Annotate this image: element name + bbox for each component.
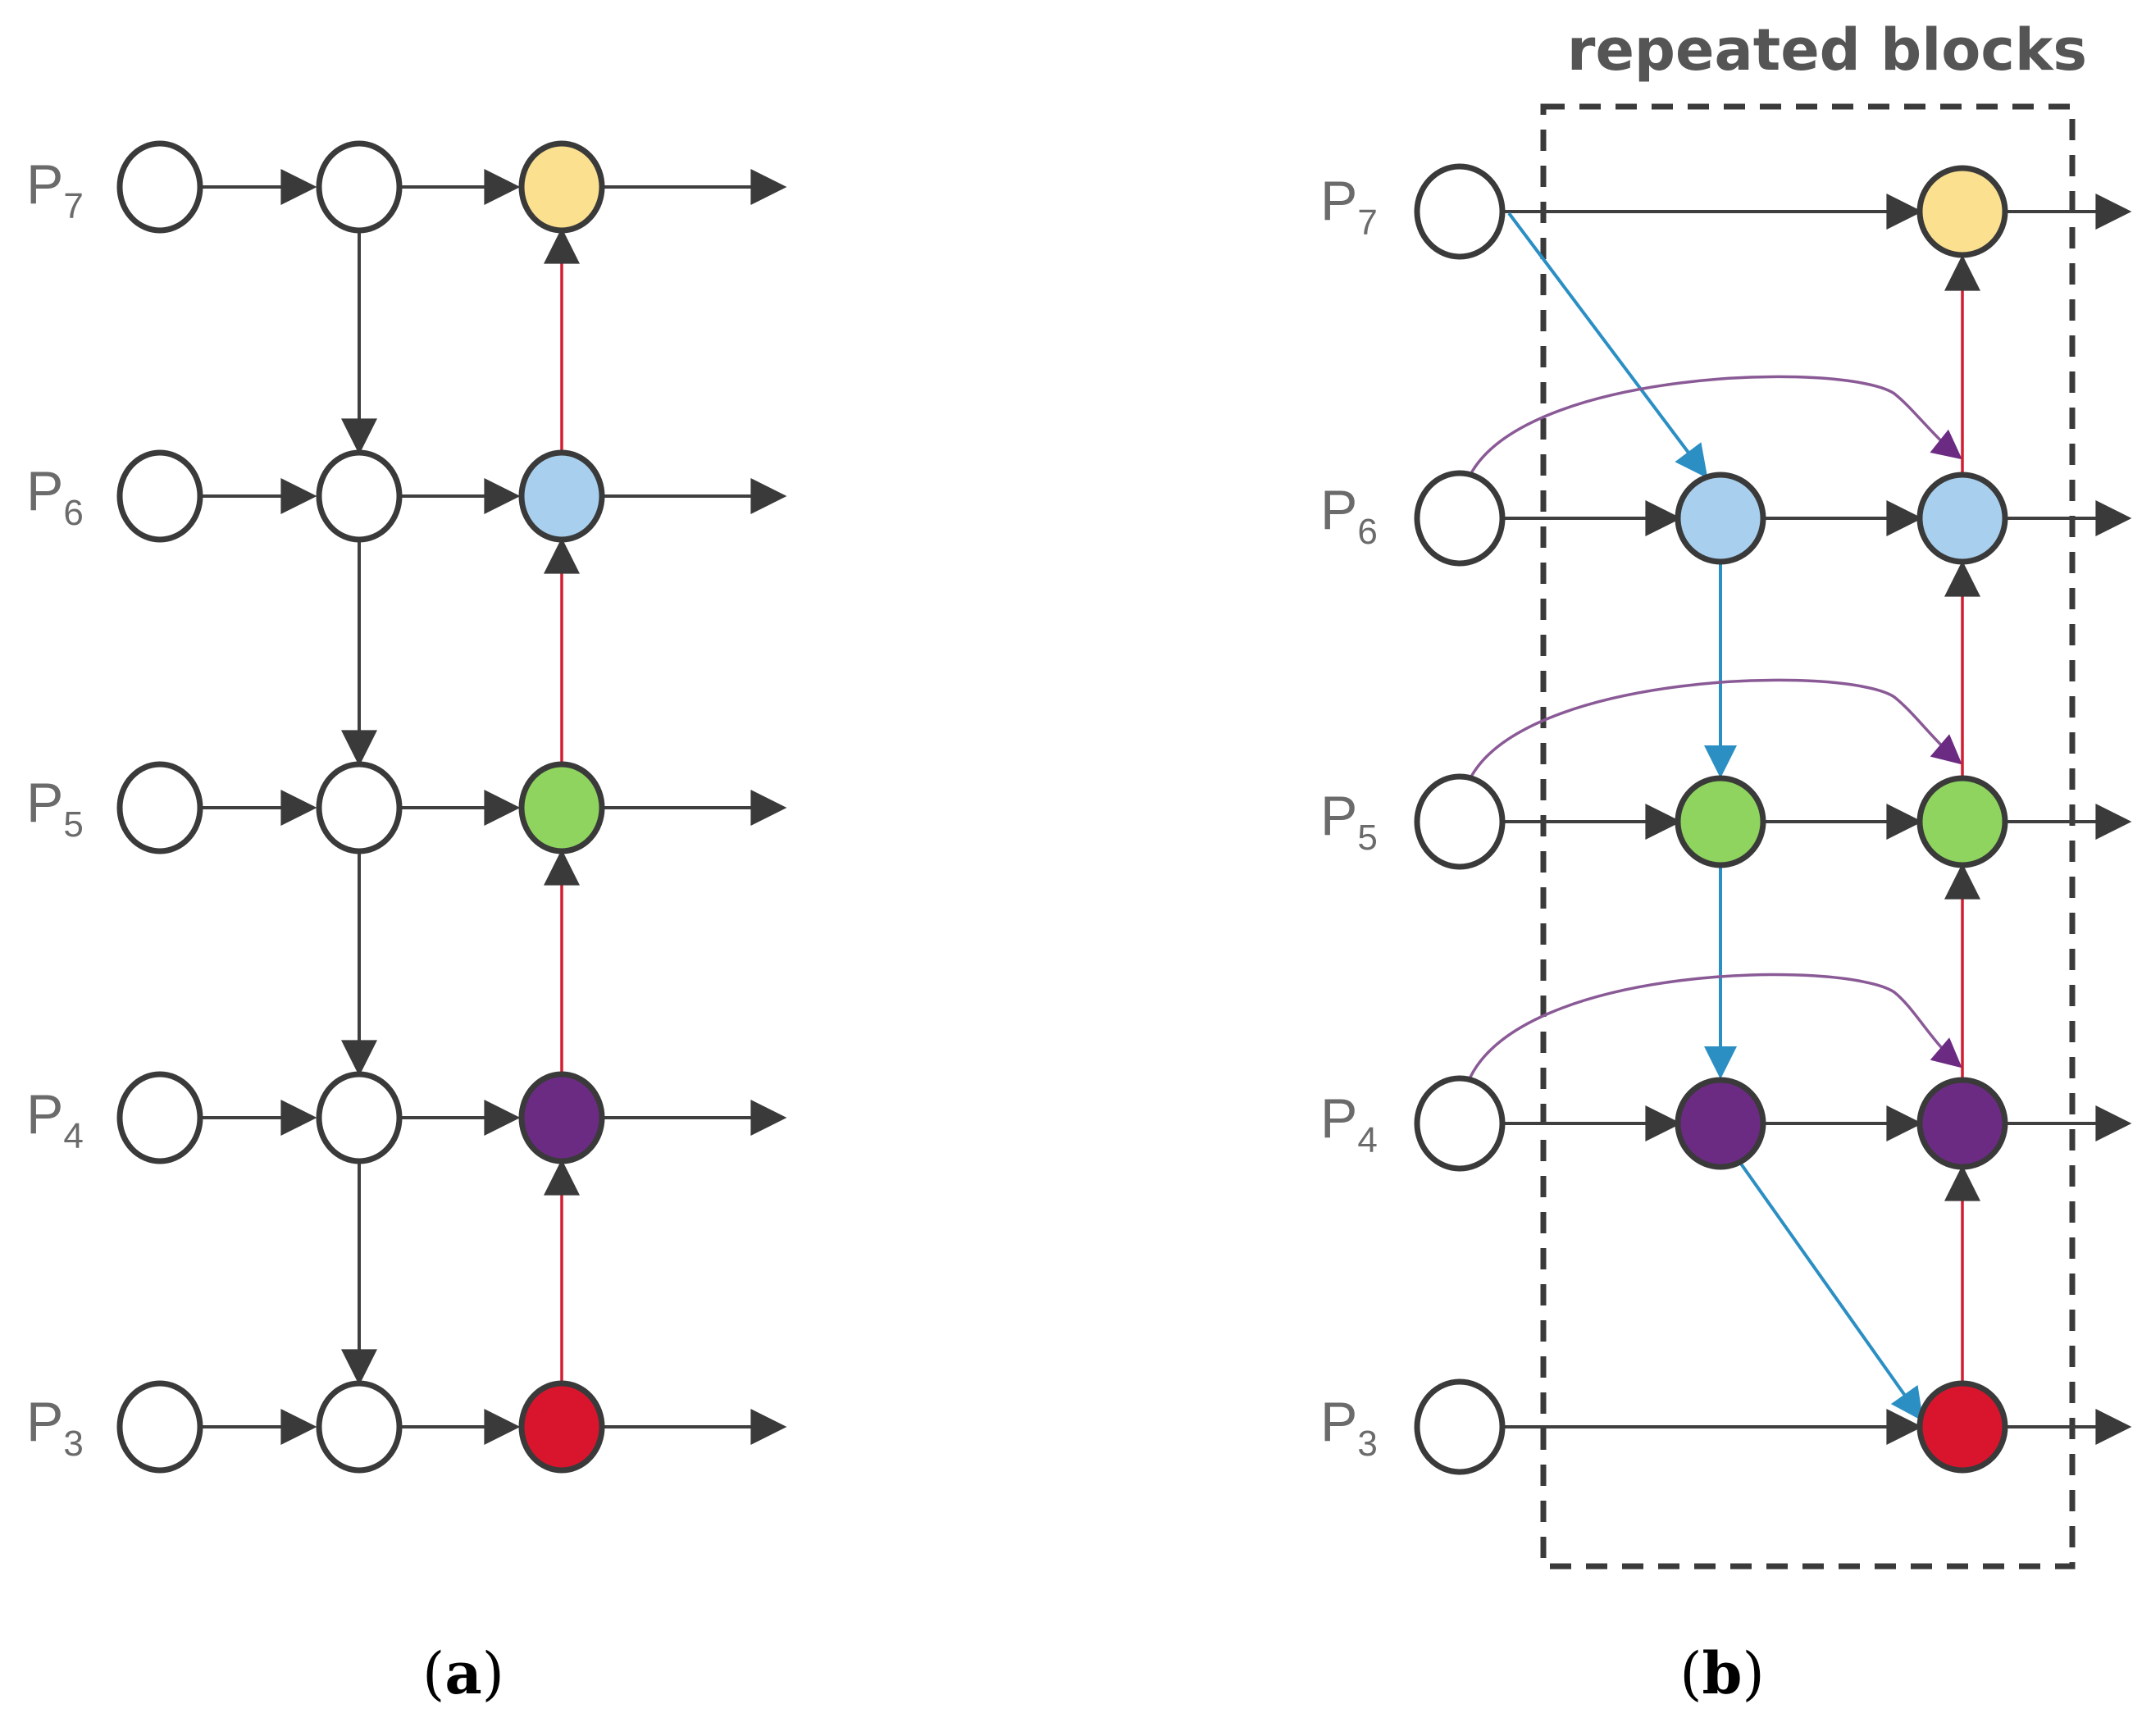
node-p5-td — [1675, 775, 1766, 868]
node — [316, 761, 403, 854]
node — [1414, 773, 1506, 870]
panel-a-level-labels: P7 P6 P5 P4 P3 — [26, 153, 84, 1464]
level-label-p3: P3 — [26, 1391, 84, 1464]
node-p3-output — [518, 1380, 605, 1474]
node-p4-td — [1675, 1077, 1766, 1170]
panel-a: P7 P6 P5 P4 P3 — [26, 140, 787, 1707]
node — [1414, 163, 1506, 260]
edge — [1466, 375, 1962, 481]
level-label-p6: P6 — [1320, 479, 1378, 552]
edge — [1466, 973, 1962, 1083]
panel-b-caption: (b) — [1679, 1639, 1765, 1707]
level-label-p4: P4 — [1320, 1087, 1378, 1160]
panel-b: repeated blocks P7 P6 P5 P4 P3 — [1320, 16, 2132, 1707]
level-label-p3: P3 — [1320, 1391, 1378, 1464]
node — [316, 1380, 403, 1474]
node — [116, 449, 203, 543]
node-p7-output — [1916, 165, 2008, 258]
panel-a-horizontal-edges — [199, 169, 787, 1445]
node — [1414, 1378, 1506, 1475]
node — [116, 1380, 203, 1474]
level-label-p4: P4 — [26, 1083, 84, 1156]
node — [316, 1071, 403, 1164]
node-p5-output — [1916, 775, 2008, 868]
level-label-p5: P5 — [1320, 785, 1378, 858]
node-p6-output — [518, 449, 605, 543]
node-p3-output — [1916, 1380, 2008, 1474]
node-p7-output — [518, 140, 605, 234]
repeated-blocks-box — [1540, 103, 2076, 1570]
panel-b-topdown-edges — [1507, 212, 1924, 1422]
panel-b-nodes — [1414, 163, 2008, 1475]
panel-b-level-labels: P7 P6 P5 P4 P3 — [1320, 170, 1378, 1464]
node — [316, 140, 403, 234]
node-p6-output — [1916, 472, 2008, 565]
node — [116, 140, 203, 234]
level-label-p7: P7 — [26, 153, 84, 226]
node — [316, 449, 403, 543]
level-label-p6: P6 — [26, 460, 84, 533]
panel-a-nodes — [116, 140, 605, 1474]
node — [1414, 1075, 1506, 1172]
level-label-p5: P5 — [26, 772, 84, 845]
node — [116, 1071, 203, 1164]
edge — [1507, 212, 1708, 479]
level-label-p7: P7 — [1320, 170, 1378, 243]
node-p4-output — [518, 1071, 605, 1164]
panel-b-horizontal-edges — [1502, 194, 2132, 1445]
node — [116, 761, 203, 854]
panel-a-caption: (a) — [422, 1639, 504, 1707]
node-p4-output — [1916, 1077, 2008, 1170]
edge — [1466, 678, 1962, 784]
repeated-blocks-label: repeated blocks — [1567, 16, 2087, 84]
node — [1414, 470, 1506, 567]
edge — [1737, 1159, 1924, 1422]
panel-b-skip-edges — [1466, 375, 1962, 1083]
node-p5-output — [518, 761, 605, 854]
node-p6-td — [1675, 472, 1766, 565]
